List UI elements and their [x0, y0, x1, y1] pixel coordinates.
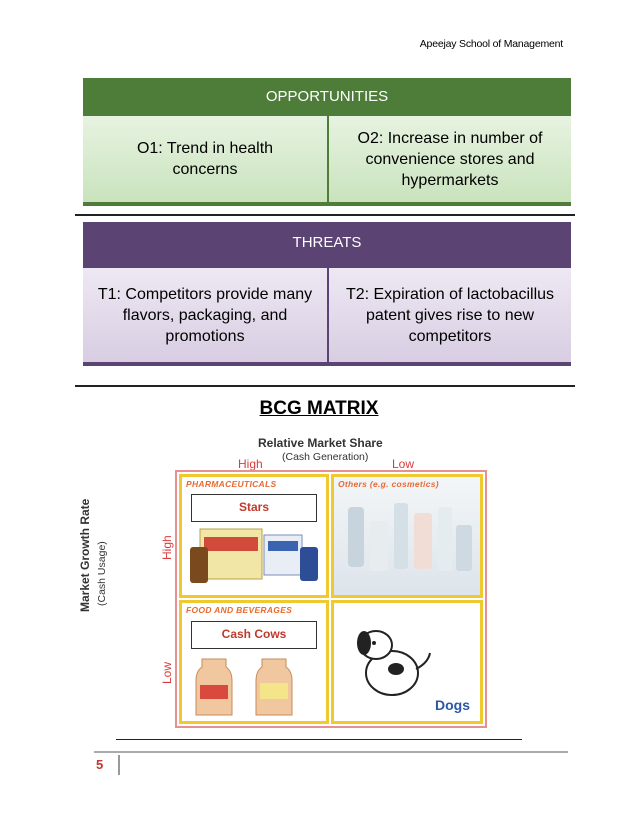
low-share-label: Low — [392, 457, 415, 471]
cash-cows-tag: Cash Cows — [191, 621, 317, 649]
page-header: Apeejay School of Management — [419, 38, 563, 50]
footer-line — [94, 751, 568, 753]
threats-table: THREATS T1: Competitors provide many fla… — [83, 222, 571, 366]
threat-t2: T2: Expiration of lactobacillus patent g… — [329, 268, 571, 362]
dog-icon — [357, 630, 431, 696]
threats-title: THREATS — [292, 234, 362, 251]
pharmaceutical-products-image — [190, 528, 318, 583]
quadrant-question-marks: Others (e.g. cosmetics) — [331, 474, 483, 598]
divider — [116, 739, 522, 740]
high-share-label: High — [238, 457, 263, 471]
y-axis-label: Market Growth Rate — [78, 498, 92, 612]
x-axis-sublabel: (Cash Generation) — [282, 451, 369, 463]
quadrant-label: PHARMACEUTICALS — [186, 479, 277, 489]
opportunity-o1: O1: Trend in health concerns — [83, 116, 327, 202]
footer-bar — [118, 755, 120, 775]
opportunities-title: OPPORTUNITIES — [265, 88, 389, 105]
bcg-matrix: PHARMACEUTICALS Others (e.g. cosmetics) … — [175, 470, 487, 728]
stars-tag: Stars — [191, 494, 317, 522]
quadrant-stars: PHARMACEUTICALS — [179, 474, 329, 598]
page-number: 5 — [96, 757, 104, 772]
quadrant-dogs: Dogs — [331, 600, 483, 724]
yakult-bottles-image — [195, 658, 293, 716]
dogs-label: Dogs — [435, 697, 470, 713]
opportunities-table: OPPORTUNITIES O1: Trend in health concer… — [83, 78, 571, 206]
bcg-title: BCG MATRIX — [259, 398, 379, 419]
threat-t1: T1: Competitors provide many flavors, pa… — [83, 268, 327, 362]
y-axis-sublabel: (Cash Usage) — [96, 541, 108, 606]
cosmetics-products-image — [348, 503, 472, 571]
quadrant-label: Others (e.g. cosmetics) — [338, 479, 439, 489]
quadrant-cash-cows: FOOD AND BEVERAGES — [179, 600, 329, 724]
high-growth-label: High — [160, 535, 174, 560]
low-growth-label: Low — [160, 661, 174, 684]
x-axis-label: Relative Market Share — [258, 436, 383, 450]
divider — [75, 385, 575, 387]
quadrant-label: FOOD AND BEVERAGES — [186, 605, 293, 615]
opportunity-o2: O2: Increase in number of convenience st… — [329, 116, 571, 202]
divider — [75, 214, 575, 216]
